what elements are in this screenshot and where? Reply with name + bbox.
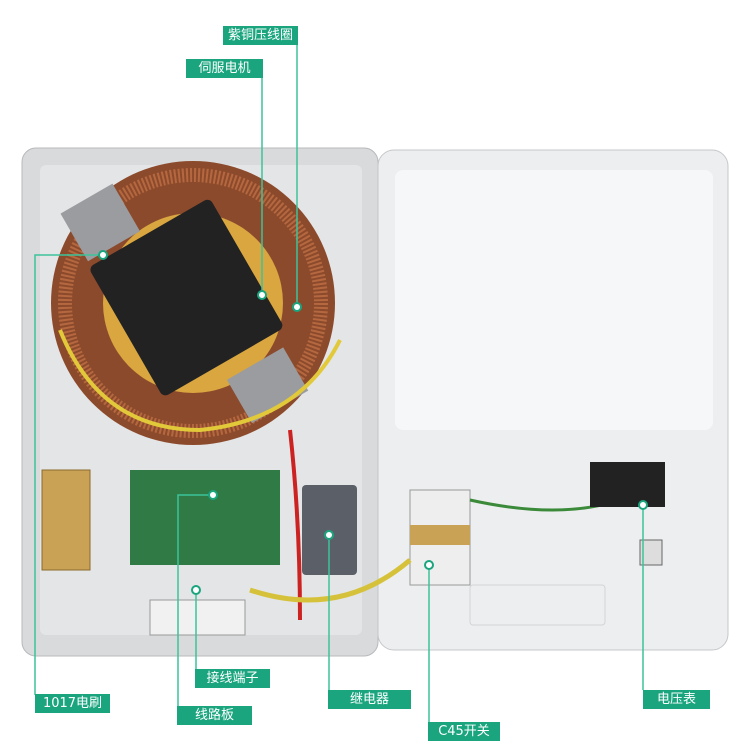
leader-lines — [34, 45, 644, 723]
lid-slot — [469, 584, 606, 626]
lid-window — [395, 170, 713, 430]
heatsink — [226, 347, 309, 424]
voltmeter — [590, 462, 665, 507]
control-transformer — [41, 469, 91, 571]
label-copper-coil: 紫铜压线圈 — [223, 26, 298, 45]
terminal-block — [149, 599, 246, 636]
circuit-board — [130, 470, 280, 565]
label-brush: 1017电刷 — [35, 694, 110, 713]
label-voltmeter: 电压表 — [643, 690, 710, 709]
label-terminal: 接线端子 — [195, 669, 270, 688]
label-servo-motor: 伺服电机 — [186, 59, 263, 78]
label-circuit-board: 线路板 — [177, 706, 252, 725]
label-switch: C45开关 — [428, 722, 500, 741]
brush-holder — [90, 199, 283, 396]
label-relay: 继电器 — [328, 690, 411, 709]
leader-dots — [98, 250, 648, 595]
heatsink — [60, 183, 140, 262]
relay — [302, 485, 357, 575]
